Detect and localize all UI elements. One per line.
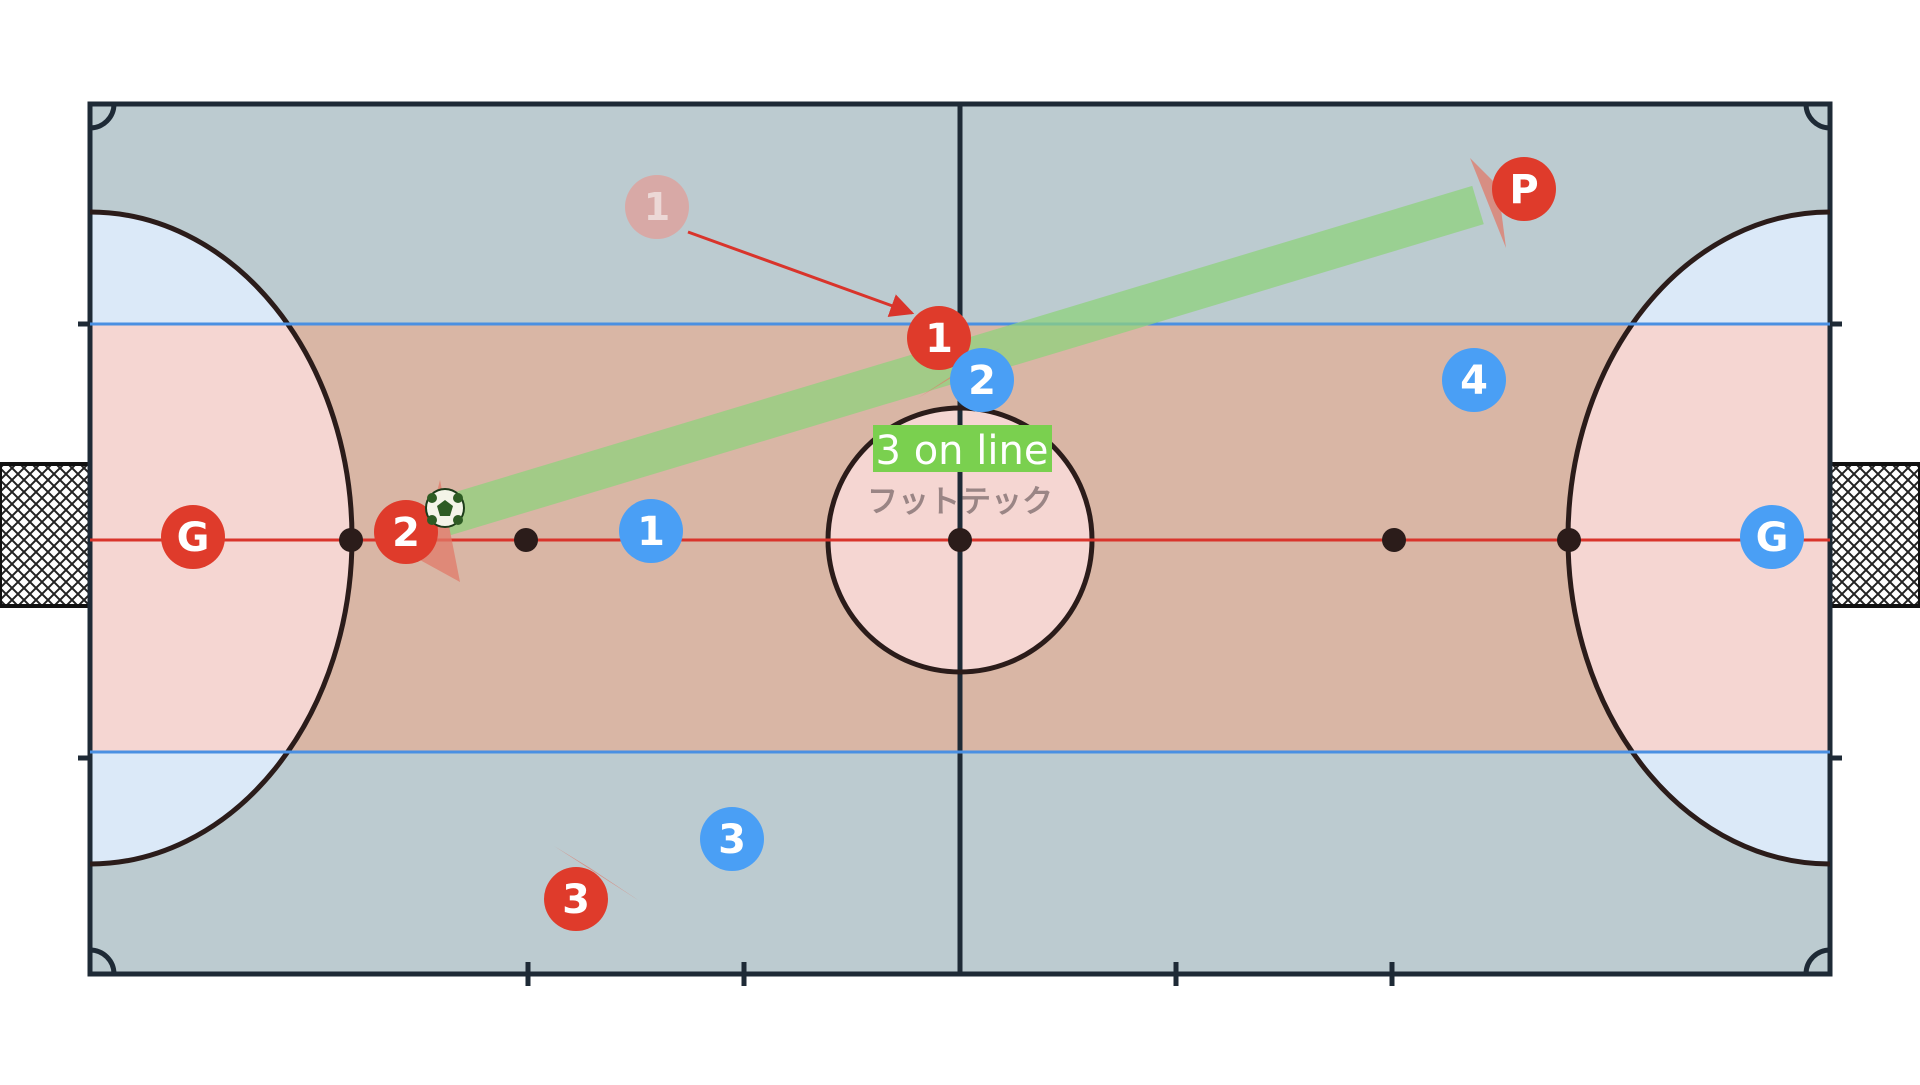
- red-goalkeeper[interactable]: G: [161, 505, 225, 569]
- player-label: 3: [718, 817, 746, 863]
- soccer-ball-icon[interactable]: [425, 488, 465, 528]
- player-label: G: [1756, 515, 1789, 561]
- red-player-3-facing: [554, 846, 638, 900]
- player-label: 4: [1460, 358, 1488, 404]
- ghost-marker-label: 1: [644, 185, 670, 229]
- red-player-2-facing: [420, 480, 460, 582]
- caption-background: [873, 425, 1052, 472]
- red-player-1-run-arrow: [687, 230, 915, 317]
- watermark-text: フットテック: [867, 484, 1053, 520]
- right-goal-net-icon: [1828, 462, 1920, 608]
- red-player-3[interactable]: 3: [544, 867, 608, 931]
- red-player-1[interactable]: 1: [907, 306, 971, 370]
- caption-text: 3 on line: [876, 428, 1049, 474]
- blue-goalkeeper[interactable]: G: [1740, 505, 1804, 569]
- penalty-spots: [339, 528, 1581, 552]
- blue-team: G 1 2 3 4: [619, 348, 1804, 871]
- red-player-2[interactable]: 2: [374, 500, 438, 564]
- left-second-penalty-spot: [514, 528, 538, 552]
- player-label: G: [177, 515, 210, 561]
- red-player-1-previous[interactable]: 1: [625, 175, 689, 239]
- blue-player-4[interactable]: 4: [1442, 348, 1506, 412]
- right-second-penalty-spot: [1382, 528, 1406, 552]
- player-label: P: [1509, 167, 1538, 213]
- player-label: 2: [968, 358, 996, 404]
- red-pivot[interactable]: P: [1492, 157, 1556, 221]
- ghost-marker: [625, 175, 689, 239]
- blue-player-1[interactable]: 1: [619, 499, 683, 563]
- player-label: 2: [392, 510, 420, 556]
- right-penalty-area: [1568, 324, 1830, 752]
- left-penalty-spot: [339, 528, 363, 552]
- red-pivot-facing: [1470, 158, 1506, 248]
- blue-player-2[interactable]: 2: [950, 348, 1014, 412]
- center-spot: [948, 528, 972, 552]
- player-label: 1: [637, 509, 665, 555]
- red-team: G 2 1 3 P: [161, 157, 1556, 931]
- player-label: 3: [562, 877, 590, 923]
- left-goal-net-icon: [0, 462, 92, 608]
- right-penalty-spot: [1557, 528, 1581, 552]
- player-label: 1: [925, 316, 953, 362]
- blue-player-3[interactable]: 3: [700, 807, 764, 871]
